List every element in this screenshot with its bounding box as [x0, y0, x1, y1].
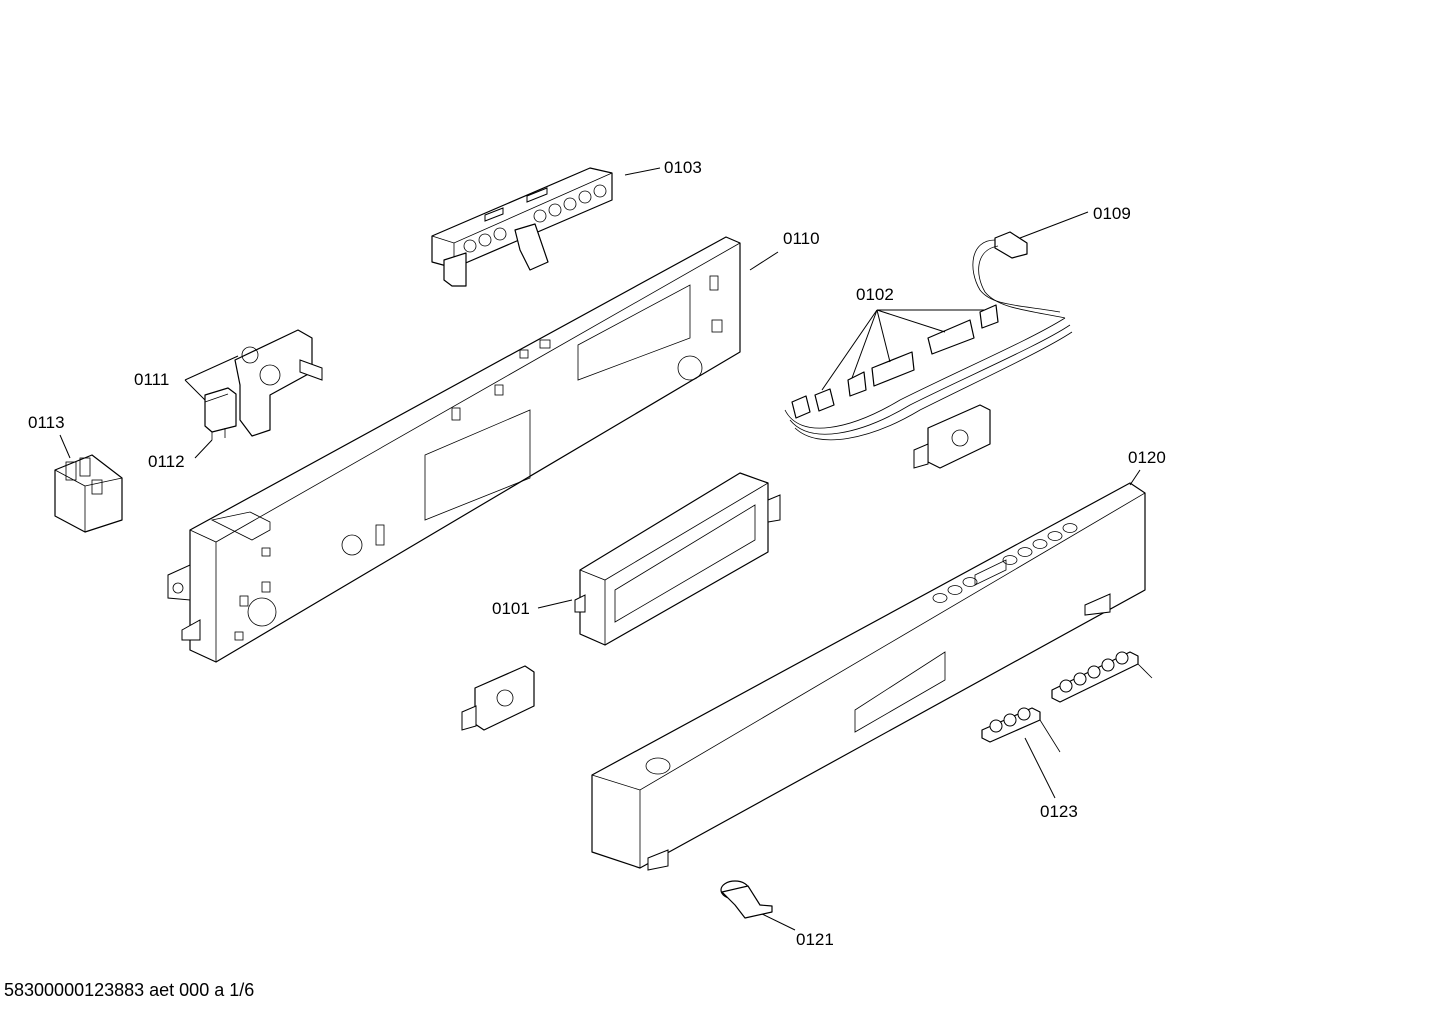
- label-0103: 0103: [664, 158, 702, 177]
- part-0102-wiring-harness: [784, 304, 1073, 441]
- drawing-reference-footer: 58300000123883 aet 000 a 1/6: [4, 980, 255, 1000]
- part-0112-interference-filter: [204, 387, 237, 440]
- leader-0109: [1019, 211, 1089, 239]
- leader-0103: [624, 167, 661, 176]
- panel-clip-left: [461, 665, 535, 731]
- label-0102: 0102: [856, 285, 894, 304]
- leader-0101: [537, 599, 573, 609]
- label-0110: 0110: [783, 229, 820, 248]
- leader-0113: [59, 434, 71, 459]
- leader-0102: [821, 309, 985, 391]
- label-0109: 0109: [1093, 204, 1131, 223]
- part-0103-switch-strip: [431, 167, 613, 287]
- part-labels: 0103 0109 0110 0102 0111 0113 0112 0120 …: [28, 158, 1166, 949]
- part-0101-display-module: [574, 472, 781, 646]
- label-0113: 0113: [28, 413, 65, 432]
- part-0120-fascia-panel: [591, 482, 1146, 871]
- part-0121-lever: [720, 880, 773, 919]
- leader-0111a: [184, 355, 239, 381]
- part-0113-terminal-block: [54, 454, 123, 533]
- part-0123-button-keys: [981, 651, 1153, 753]
- label-0121: 0121: [796, 930, 834, 949]
- leader-0111b: [184, 379, 206, 401]
- label-0101: 0101: [492, 599, 530, 618]
- label-0112: 0112: [148, 452, 185, 471]
- leader-0120: [1129, 469, 1141, 486]
- leader-0112: [194, 439, 213, 459]
- label-0123: 0123: [1040, 802, 1078, 821]
- label-0120: 0120: [1128, 448, 1166, 467]
- part-0109-connector: [972, 231, 1066, 319]
- leader-0121: [761, 913, 796, 931]
- part-0111-door-switch: [234, 329, 323, 437]
- part-0110-panel-frame: [167, 236, 741, 663]
- panel-clip-right: [913, 404, 991, 469]
- leader-0123: [1024, 737, 1056, 799]
- leader-0110: [749, 251, 779, 271]
- label-0111: 0111: [134, 370, 169, 389]
